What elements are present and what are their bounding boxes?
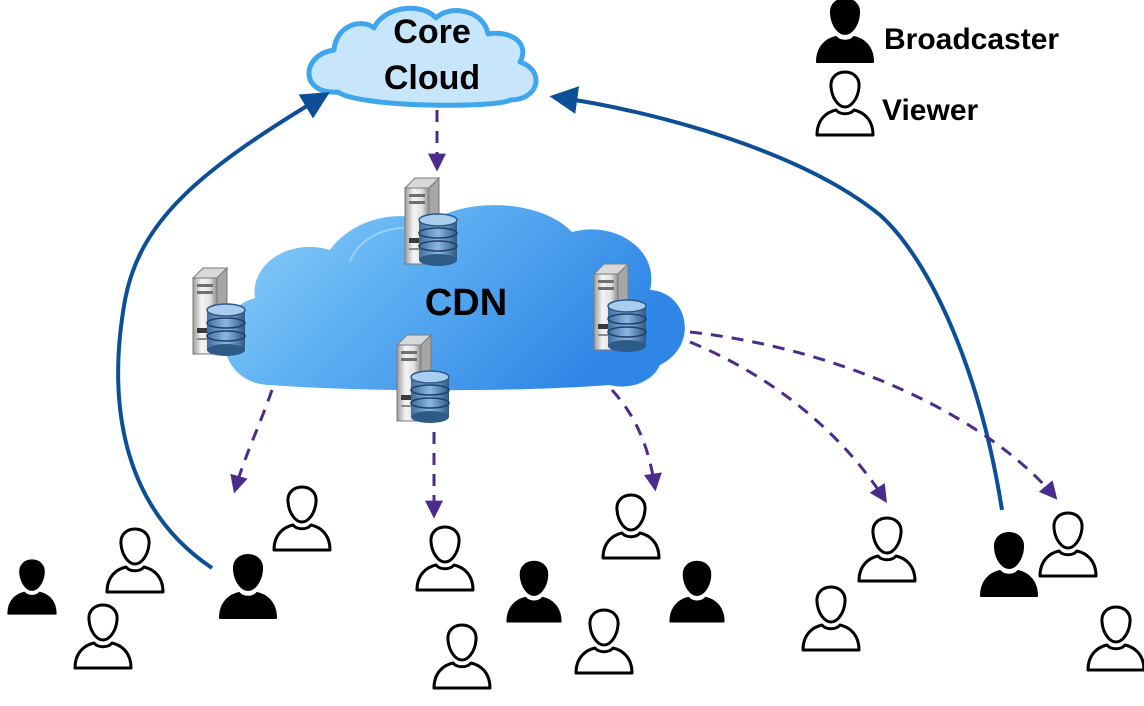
viewer-person-icon (415, 525, 475, 592)
core-cloud (306, 5, 539, 108)
viewer-person-icon (601, 493, 661, 560)
broadcaster-person-icon (219, 554, 277, 619)
legend-viewer-icon (815, 70, 875, 137)
viewer-person-icon (73, 603, 133, 670)
cdn-to-viewer-arrow (689, 340, 887, 504)
viewer-person-icon (857, 516, 917, 583)
broadcaster-person-icon (980, 532, 1038, 597)
server-database-icon (192, 267, 246, 357)
broadcaster-person-icon (669, 560, 725, 623)
viewer-person-icon (432, 623, 492, 690)
broadcaster-person-icon (7, 559, 57, 615)
viewer-person-icon (1086, 605, 1144, 672)
broadcaster-person-icon (506, 560, 562, 623)
legend: Broadcaster Viewer (815, 0, 1059, 137)
upload-arrow-right (549, 86, 1004, 511)
viewer-person-icon (1038, 511, 1098, 578)
viewer-person-icon (105, 527, 165, 594)
legend-broadcaster-label: Broadcaster (884, 23, 1059, 56)
viewer-person-icon (574, 608, 634, 675)
cdn-to-viewer-arrow (689, 330, 1058, 500)
viewer-person-icon (801, 585, 861, 652)
cdn-to-viewer-arrow (230, 389, 274, 494)
cdn-label: CDN (425, 282, 507, 324)
upload-arrow-left (116, 92, 330, 570)
viewer-person-icon (272, 485, 332, 552)
legend-viewer-label: Viewer (882, 94, 979, 127)
core-cloud-label-line1: Core (393, 13, 470, 51)
legend-broadcaster-icon (816, 0, 874, 63)
server-database-icon (404, 177, 458, 267)
cdn-to-viewer-arrow (610, 388, 662, 492)
core-cloud-label-line2: Cloud (384, 59, 480, 97)
